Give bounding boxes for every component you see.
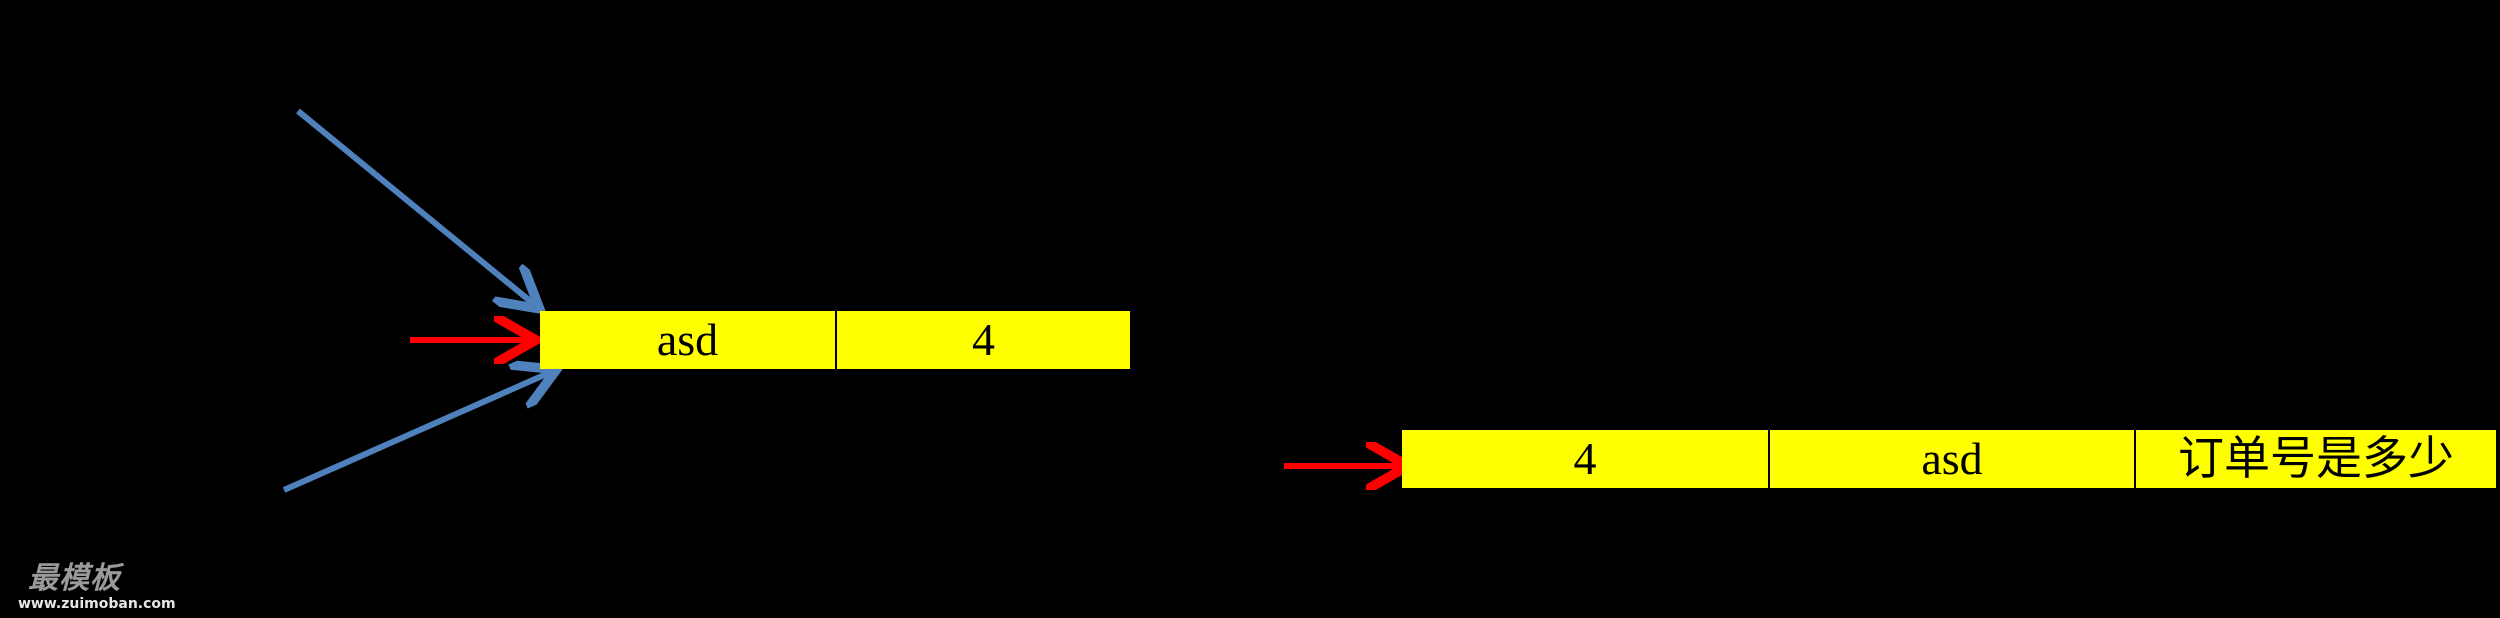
row-b-cell-id: 4 — [1573, 433, 1597, 484]
row-a-cell-id: 4 — [835, 311, 1130, 369]
watermark-url: www.zuimoban.com — [18, 596, 176, 612]
blue-arrow-lower — [282, 372, 551, 493]
row-a-cell-name: asd — [656, 314, 719, 365]
row-b-cell-name: asd — [1768, 430, 2134, 488]
watermark: 最模板 www.zuimoban.com — [18, 561, 176, 613]
blue-arrow-upper — [296, 108, 535, 305]
record-row-a: asd 4 — [540, 311, 1130, 369]
row-b-cell-order-question: 订单号是多少 — [2134, 430, 2496, 488]
watermark-logo: 最模板 — [28, 561, 121, 596]
record-row-b: 4 asd 订单号是多少 — [1402, 430, 2496, 488]
